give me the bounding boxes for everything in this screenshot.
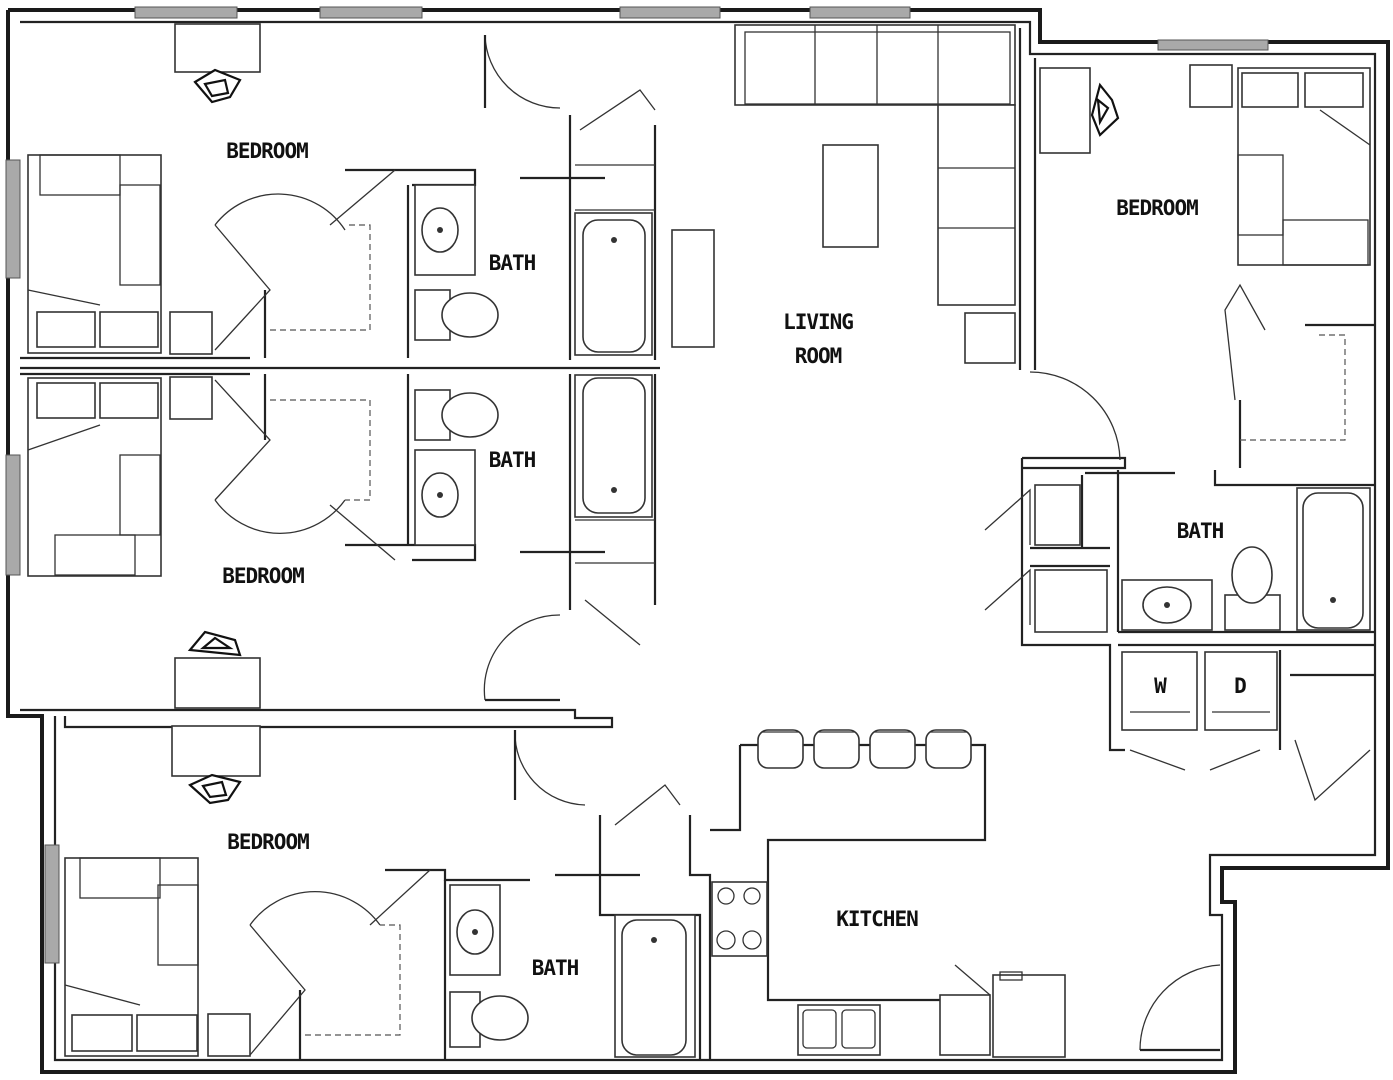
bed-right bbox=[1189, 64, 1371, 266]
bath-right-fixtures bbox=[1121, 487, 1371, 631]
chair-icon bbox=[187, 630, 242, 657]
room-label-bath: BATH bbox=[489, 448, 536, 472]
room-label-bath: BATH bbox=[489, 251, 536, 275]
room-label-living: LIVING bbox=[783, 310, 853, 334]
room-label-bath: BATH bbox=[532, 956, 579, 980]
exterior-walls bbox=[6, 8, 1390, 1074]
dryer-label: D bbox=[1234, 674, 1246, 698]
desk-top-left bbox=[174, 23, 261, 73]
bed-bottom-left bbox=[64, 857, 251, 1057]
desk-bottom-left bbox=[171, 725, 261, 777]
room-label-room: ROOM bbox=[795, 344, 842, 368]
room-labels: BEDROOM BEDROOM BEDROOM BEDROOM BATH BAT… bbox=[222, 139, 1247, 980]
bed-mid-left bbox=[27, 376, 213, 577]
range-cooktop bbox=[711, 881, 768, 957]
interior-walls bbox=[20, 28, 1375, 1060]
room-label-bedroom: BEDROOM bbox=[227, 830, 309, 854]
closets bbox=[270, 224, 1346, 1036]
coffee-table bbox=[822, 144, 879, 248]
desk-right bbox=[1039, 67, 1091, 154]
tv-console bbox=[671, 229, 715, 348]
room-label-kitchen: KITCHEN bbox=[836, 907, 918, 931]
refrigerator bbox=[992, 971, 1066, 1058]
washer-dryer bbox=[1121, 651, 1278, 731]
bath-top-fixtures bbox=[414, 184, 653, 356]
side-table bbox=[964, 312, 1016, 364]
bath-mid-fixtures bbox=[414, 374, 653, 546]
sofa-sectional bbox=[734, 24, 1016, 306]
bath-bottom-fixtures bbox=[449, 884, 696, 1058]
room-label-bedroom: BEDROOM bbox=[226, 139, 308, 163]
bar-stools bbox=[757, 729, 972, 769]
chair-icon bbox=[188, 773, 242, 805]
room-label-bedroom: BEDROOM bbox=[222, 564, 304, 588]
doors bbox=[214, 34, 1371, 1056]
room-label-bedroom: BEDROOM bbox=[1116, 196, 1198, 220]
linen-closets bbox=[1034, 484, 1108, 633]
chair-icon bbox=[1090, 82, 1120, 137]
washer-label: W bbox=[1154, 674, 1167, 698]
windows bbox=[5, 6, 1269, 964]
room-label-bath: BATH bbox=[1177, 519, 1224, 543]
dishwasher bbox=[939, 994, 991, 1056]
kitchen-sink bbox=[797, 1004, 881, 1056]
desk-mid-left bbox=[174, 657, 261, 709]
chair-icon bbox=[193, 68, 242, 104]
bed-top-left bbox=[27, 154, 213, 355]
